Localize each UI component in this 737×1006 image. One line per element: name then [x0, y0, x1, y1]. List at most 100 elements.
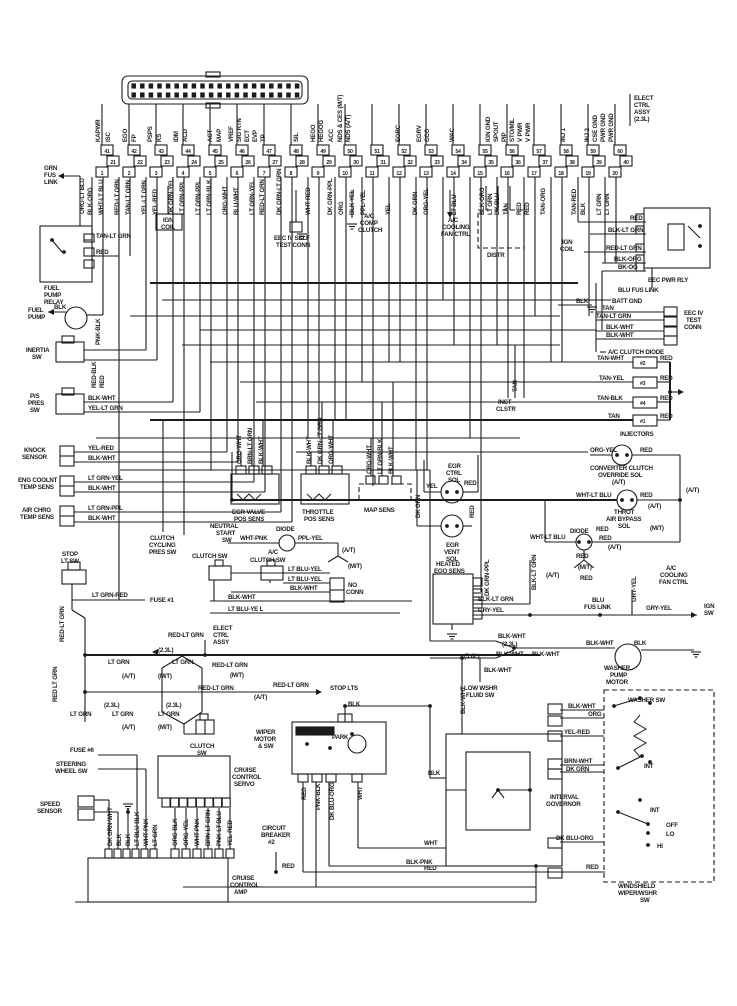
wire-segment [495, 649, 515, 659]
diagram-label: THROTTLE [302, 509, 333, 516]
diagram-label: WHT [357, 786, 364, 800]
component-box [234, 83, 240, 89]
wire-color-label: YEL [385, 203, 392, 215]
component-circle [616, 489, 638, 511]
signal-name: CCO [424, 128, 431, 142]
diagram-label: GRY-YEL [631, 576, 638, 602]
diagram-label: YEL-RED [227, 820, 234, 846]
junction-dot [646, 831, 650, 835]
wire-segment [573, 559, 585, 569]
component-circle [64, 306, 88, 330]
diagram-label: DIODE [276, 526, 295, 533]
diagram-label: AIR BYPASS [606, 516, 641, 523]
diagram-label: RED-LT GRN [59, 606, 66, 642]
arrow-icon [447, 212, 453, 218]
component-box [295, 726, 335, 736]
junction-dot [528, 788, 532, 792]
diagram-label: ORG-WHT [366, 445, 373, 474]
component-box [472, 599, 483, 609]
diagram-label: (5.0L) [464, 653, 479, 660]
component-box [248, 465, 260, 475]
diagram-label: SW [32, 354, 42, 361]
diagram-label: ORG-WHT [328, 435, 335, 464]
diagram-label: TAN-BLK [597, 395, 623, 402]
component-box [174, 92, 179, 98]
diagram-label: #2 [640, 361, 646, 367]
pin-box [316, 144, 330, 156]
diagram-label: EGR [446, 542, 460, 549]
diagram-label: TAN [602, 305, 614, 312]
junction-dot [698, 244, 702, 248]
component-box [226, 92, 231, 98]
eec-test-connector [663, 316, 678, 327]
diagram-label: WHT-LT BLU [576, 492, 612, 499]
wire-color-label: TAN-LT GRN [125, 179, 132, 215]
pin-number: 28 [299, 160, 305, 166]
pin-number: 45 [212, 149, 218, 155]
pin-number: 46 [239, 149, 245, 155]
junction-dot [598, 613, 602, 617]
diagram-label: TAN [608, 413, 620, 420]
pin-box [532, 144, 546, 156]
diagram-label: MAP SENS [364, 507, 395, 514]
diagram-label: PUMP [28, 314, 45, 321]
component-box [217, 83, 222, 89]
junction-dot [126, 810, 130, 814]
signal-name: ACC [328, 128, 335, 142]
component-box [208, 92, 214, 98]
map-sensor [358, 483, 412, 501]
diagram-label: ORG-BLK [172, 818, 179, 846]
wire-color-label: DK GRN-YEL [168, 178, 175, 215]
diagram-label: WASHER [604, 665, 631, 672]
wiper-washer-switch [603, 689, 715, 883]
component-box [200, 83, 205, 89]
diagram-label: (A/T) [608, 544, 621, 551]
diagram-label: RED-LT GRN [606, 245, 642, 252]
pin-box [397, 144, 411, 156]
diagram-label: CTRL [634, 102, 650, 109]
component-box [113, 848, 122, 859]
diagram-label: BLK-WHT [568, 703, 596, 710]
diagram-label: SW [197, 750, 207, 757]
component-box [378, 475, 389, 485]
diagram-label: (A/T) [254, 694, 267, 701]
component-shapes [39, 71, 715, 903]
diagram-label: CYCLING [149, 542, 176, 549]
diagram-label: YEL-LT GRN [88, 405, 123, 412]
component-box [266, 559, 276, 567]
pin-number: 27 [272, 160, 278, 166]
diagram-label: SOL [448, 477, 461, 484]
diagram-label: WIPER/WSHR [618, 890, 658, 897]
connector-tab [205, 71, 221, 78]
signal-name: WAC [449, 127, 456, 142]
component-box [225, 848, 235, 859]
pin-number: 22 [137, 160, 143, 166]
component-circle [440, 480, 464, 504]
junction-dot [678, 498, 682, 502]
diagram-label: (M/T) [348, 563, 362, 570]
diagram-label: HEATED [436, 561, 461, 568]
pin-number: 1 [101, 171, 104, 177]
junction-dot [455, 490, 459, 494]
diagram-label: CONVERTER CLUTCH [590, 465, 654, 472]
pin-number: 6 [236, 171, 239, 177]
pin-box [403, 155, 417, 167]
component-box [472, 577, 483, 587]
diagram-label: SOL [618, 523, 631, 530]
pin-box [230, 166, 244, 178]
clutch-switch [208, 565, 232, 581]
wire-segment [181, 655, 203, 669]
diagram-label: WASHER SW [628, 697, 665, 704]
diagram-label: FAN CTRL [441, 231, 470, 238]
diagram-label: ELECT [634, 95, 654, 102]
diagram-label: #4 [640, 401, 646, 407]
diagram-label: RED-LT GRN [168, 632, 204, 639]
signal-name: ACT [207, 129, 214, 142]
signal-name: FP [131, 134, 138, 142]
injector [632, 396, 658, 409]
diagram-label: BLK-WHT [88, 455, 116, 462]
resistor-zigzag [306, 493, 332, 501]
diagram-label: BLK-WHT [88, 485, 116, 492]
diagram-label: COOLING [660, 572, 688, 579]
